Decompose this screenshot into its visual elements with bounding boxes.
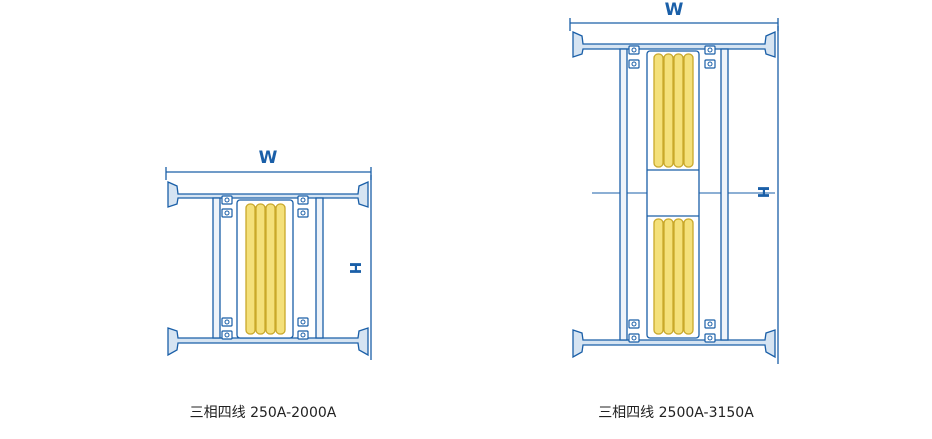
height-label: H — [346, 262, 364, 275]
diagram-caption: 三相四线 250A-2000A — [190, 405, 337, 421]
busbar — [275, 203, 286, 335]
bolt-icon — [297, 208, 309, 218]
busbar — [673, 53, 684, 168]
bolt-icon — [628, 59, 640, 69]
height-label: H — [754, 186, 772, 199]
width-label: W — [665, 0, 684, 20]
bolt-icon — [704, 333, 716, 343]
bolt-icon — [221, 195, 233, 205]
bolt-icon — [628, 333, 640, 343]
busbar — [663, 53, 674, 168]
busbar — [653, 218, 664, 335]
busbar — [245, 203, 256, 335]
busbar — [683, 53, 694, 168]
left-side-wall — [212, 197, 221, 339]
busbar — [663, 218, 674, 335]
bolt-icon — [628, 319, 640, 329]
left-side-wall — [619, 48, 628, 341]
bottom-housing-flange — [167, 327, 369, 357]
busbar — [653, 53, 664, 168]
bolt-icon — [704, 59, 716, 69]
bolt-icon — [704, 45, 716, 55]
width-label: W — [259, 148, 278, 168]
right-side-wall — [720, 48, 729, 341]
busbar — [255, 203, 266, 335]
bolt-icon — [704, 319, 716, 329]
busbar-stack-upper — [653, 53, 694, 168]
busbar — [673, 218, 684, 335]
bolt-icon — [221, 208, 233, 218]
bolt-icon — [221, 317, 233, 327]
right-side-wall — [315, 197, 324, 339]
bolt-icon — [221, 330, 233, 340]
busbar — [265, 203, 276, 335]
busbar-stack-lower — [653, 218, 694, 335]
busway-diagram-large — [569, 18, 779, 364]
top-housing-flange — [167, 180, 369, 208]
bottom-housing-flange — [572, 329, 776, 359]
diagram-caption: 三相四线 2500A-3150A — [598, 405, 754, 421]
bolt-icon — [297, 195, 309, 205]
busbar-stack — [245, 203, 286, 335]
bolt-icon — [297, 330, 309, 340]
top-housing-flange — [572, 30, 776, 58]
busway-diagram-small — [165, 167, 372, 360]
bolt-icon — [628, 45, 640, 55]
busbar — [683, 218, 694, 335]
bolt-icon — [297, 317, 309, 327]
